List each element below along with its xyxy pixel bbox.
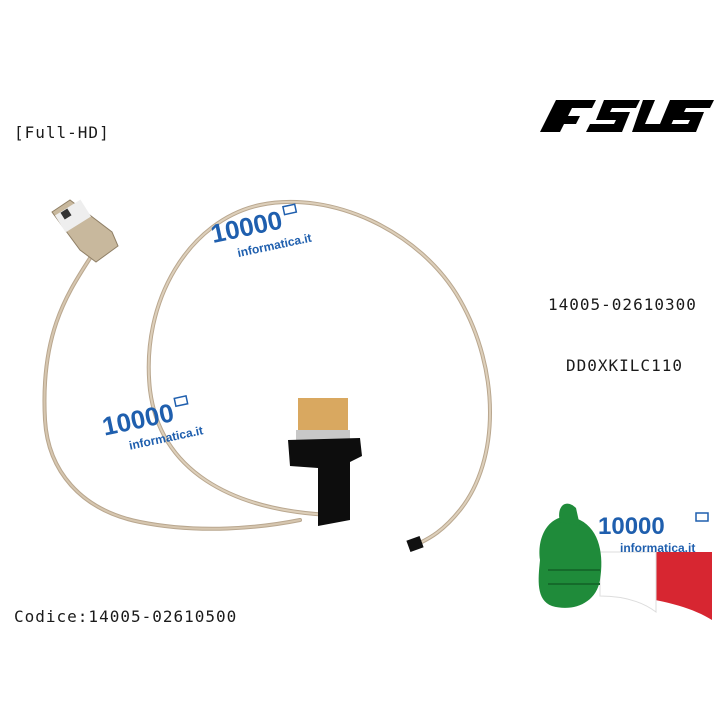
part-number-2: DD0XKILC110 — [566, 356, 683, 375]
codice-label: Codice:14005-02610500 — [14, 607, 238, 626]
watermark-top: 10000 informatica.it — [208, 203, 313, 260]
svg-text:10000: 10000 — [598, 513, 665, 540]
part-number-1: 14005-02610300 — [548, 295, 697, 314]
top-connector — [51, 199, 119, 263]
svg-text:informatica.it: informatica.it — [620, 541, 695, 555]
end-connector — [406, 535, 424, 553]
main-connector — [288, 398, 362, 526]
asus-logo — [540, 100, 714, 132]
flex-cable — [42, 199, 492, 547]
italy-flag-badge: 10000 informatica.it — [538, 503, 712, 620]
resolution-label: [Full-HD] — [14, 123, 110, 142]
watermark-mid: 10000 informatica.it — [100, 395, 204, 453]
